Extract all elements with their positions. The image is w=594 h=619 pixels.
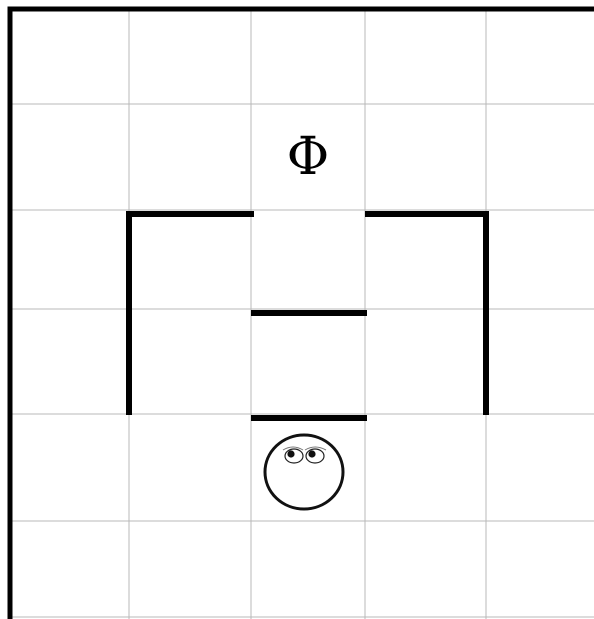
goal-symbol: Φ xyxy=(287,127,330,187)
smiley-face-icon xyxy=(265,435,343,509)
